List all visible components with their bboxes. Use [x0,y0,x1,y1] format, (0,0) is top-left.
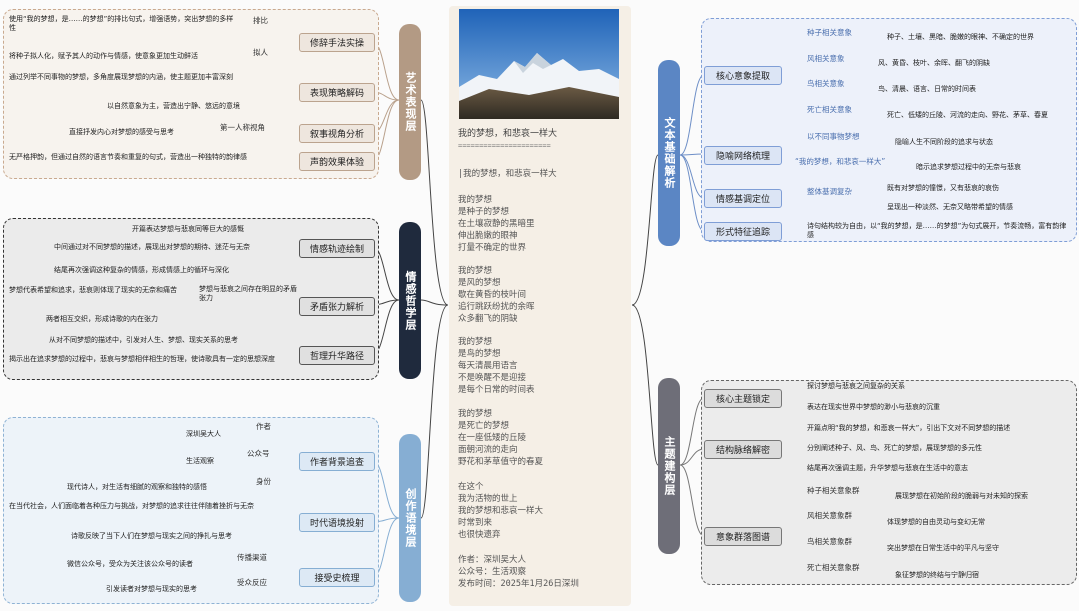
art-text-3: 通过列举不同事物的梦想，多角度展现梦想的内涵，使主题更加丰富深刻 [9,73,233,81]
theme-detail-5: 结尾再次强调主题，升华梦想与悲哀在生活中的意志 [807,464,968,472]
theme-detail-6: 展现梦想在初始阶段的脆弱与对未知的探索 [895,492,1028,500]
theme-sub-imagery[interactable]: 意象群落图谱 [704,527,782,546]
poem-title: 我的梦想，和悲哀一样大 [458,129,558,139]
art-text-4: 以自然意象为主，营造出宁静、悠远的意境 [107,102,240,110]
creation-text-1: 深圳吴大人 [186,430,221,438]
emotion-text-8: 揭示出在追求梦想的过程中，悲哀与梦想相伴相生的哲理，使诗歌具有一定的思想深度 [9,355,275,363]
emotion-text-3: 结尾再次强调这种复杂的情感，形成情感上的循环与深化 [54,266,229,274]
theme-node-seed[interactable]: 种子相关意象群 [807,486,860,495]
text-node-quote[interactable]: “我的梦想，和悲哀一样大” [795,157,886,166]
poem-stanza-4: 我的梦想 是死亡的梦想 在一座低矮的丘陵 面朝河流的走向 野花和茅草值守的春夏 [458,409,544,467]
text-layer-node[interactable]: 文本基础解析 [658,60,680,246]
art-text-5: 直接抒发内心对梦想的感受与思考 [69,128,174,136]
text-node-seed[interactable]: 种子相关意象 [807,28,852,37]
text-detail-1: 种子、土壤、黑暗、脆嫩的眼神、不确定的世界 [887,33,1034,41]
theme-detail-4: 分别阐述种子、风、鸟、死亡的梦想，展现梦想的多元性 [807,444,982,452]
text-sub-imagery[interactable]: 核心意象提取 [704,66,782,85]
creation-text-4: 在当代社会，人们面临着各种压力与挑战，对梦想的追求往往伴随着挫折与无奈 [9,502,254,510]
poem-stanza-3: 我的梦想 是鸟的梦想 每天清晨用语言 不是唤醒不是迎接 是每个日常的时间表 [458,337,535,395]
theme-layer-group [701,380,1077,585]
art-sub-sound[interactable]: 声韵效果体验 [299,152,375,171]
creation-layer-node[interactable]: 创作语境层 [399,434,421,602]
text-detail-6: 暗示追求梦想过程中的无奈与悲哀 [916,163,1021,171]
emotion-text-2: 中间通过对不同梦想的描述，展现出对梦想的期待、迷茫与无奈 [54,243,250,251]
creation-sub-era[interactable]: 时代语境投射 [299,513,375,532]
emotion-sub-philosophy[interactable]: 哲理升华路径 [299,346,375,365]
theme-node-wind[interactable]: 风相关意象群 [807,511,852,520]
text-node-wind[interactable]: 风相关意象 [807,54,845,63]
emotion-text-1: 开篇表达梦想与悲哀同等巨大的感慨 [132,225,244,233]
text-node-bird[interactable]: 鸟相关意象 [807,79,845,88]
art-label-personification: 拟人 [253,48,268,57]
emotion-layer-node[interactable]: 情感哲学层 [399,222,421,379]
theme-node-death[interactable]: 死亡相关意象群 [807,563,860,572]
text-detail-9: 诗句结构较为自由，以“我的梦想，是……的梦想”为句式展开，节奏流畅，富有韵律感 [807,222,1067,239]
creation-text-2: 生活观察 [186,457,214,465]
art-sub-perspective[interactable]: 叙事视角分析 [299,124,375,143]
theme-detail-7: 体现梦想的自由灵动与变幻无常 [887,518,985,526]
creation-label-response: 受众反应 [237,578,267,587]
art-label-parallelism: 排比 [253,16,268,25]
text-detail-3: 鸟、清晨、语言、日常的时间表 [878,85,976,93]
poem-stanza-2: 我的梦想 是风的梦想 歇在黄昏的枝叶间 追行跳跃纷扰的余晖 众多翻飞的阴缺 [458,266,535,324]
text-node-death[interactable]: 死亡相关意象 [807,105,852,114]
emotion-sub-track[interactable]: 情感轨迹绘制 [299,239,375,258]
text-node-overall[interactable]: 整体基调复杂 [807,187,852,196]
text-sub-metaphor[interactable]: 隐喻网络梳理 [704,146,782,165]
emotion-sub-tension[interactable]: 矛盾张力解析 [299,297,375,316]
creation-text-7: 引发读者对梦想与现实的思考 [106,585,197,593]
theme-detail-1: 探讨梦想与悲哀之间复杂的关系 [807,382,905,390]
emotion-text-4: 梦想代表希望和追求，悲哀则体现了现实的无奈和痛苦 [9,286,177,294]
creation-sub-author[interactable]: 作者背景追查 [299,452,375,471]
text-detail-7: 既有对梦想的憧憬，又有悲哀的哀伤 [887,184,999,192]
art-text-6: 无严格押韵，但通过自然的语言节奏和重复的句式，营造出一种独特的韵律感 [9,153,247,161]
text-detail-4: 死亡、低矮的丘陵、河流的走向、野花、茅草、春夏 [887,111,1048,119]
text-node-things[interactable]: 以不同事物梦想 [807,132,860,141]
art-sub-strategy[interactable]: 表现策略解码 [299,83,375,102]
creation-label-author: 作者 [256,422,271,431]
art-text-2: 将种子拟人化，赋予其人的动作与情感，使意象更加生动鲜活 [9,52,198,60]
text-detail-2: 风、黄昏、枝叶、余晖、翻飞的阴缺 [878,59,990,67]
poem-author: 作者：深圳吴大人 [458,555,527,565]
theme-sub-structure[interactable]: 结构脉络解密 [704,440,782,459]
theme-detail-9: 象征梦想的终结与宁静归宿 [895,571,979,579]
theme-detail-2: 表达在现实世界中梦想的渺小与悲哀的沉重 [807,403,940,411]
emotion-text-7: 从对不同梦想的描述中，引发对人生、梦想、现实关系的思考 [49,336,238,344]
creation-label-channel: 传播渠道 [237,553,267,562]
text-sub-form[interactable]: 形式特征追踪 [704,222,782,241]
art-text-1: 使用“我的梦想，是……的梦想”的排比句式，增强语势，突出梦想的多样性 [9,15,234,32]
text-sub-tone[interactable]: 情感基调定位 [704,189,782,208]
poem-stanza-1: 我的梦想 是种子的梦想 在土壤寂静的黑暗里 伸出脆嫩的眼神 打量不确定的世界 [458,195,535,253]
theme-sub-core[interactable]: 核心主题锁定 [704,389,782,408]
theme-detail-3: 开篇点明“我的梦想，和悲哀一样大”，引出下文对不同梦想的描述 [807,424,1011,432]
poem-stanza-5: 在这个 我为活物的世上 我的梦想和悲哀一样大 时常到来 也很快遗弃 [458,482,544,540]
poem-subtitle: |我的梦想，和悲哀一样大 [458,169,557,179]
creation-text-3: 现代诗人，对生活有细腻的观察和独特的感悟 [67,483,207,491]
creation-label-account: 公众号 [247,449,270,458]
title-underline: ====================== [458,142,551,150]
text-detail-5: 隐喻人生不同阶段的追求与状态 [895,138,993,146]
creation-text-5: 诗歌反映了当下人们在梦想与现实之间的挣扎与思考 [71,532,232,540]
emotion-text-5: 梦想与悲哀之间存在明显的矛盾张力 [199,285,297,302]
mountain-photo [459,9,619,119]
creation-sub-reception[interactable]: 接受史梳理 [299,568,375,587]
creation-text-6: 微信公众号，受众为关注该公众号的读者 [67,560,193,568]
creation-label-identity: 身份 [256,477,271,486]
art-layer-node[interactable]: 艺术表现层 [399,24,421,180]
theme-detail-8: 突出梦想在日常生活中的平凡与坚守 [887,544,999,552]
poem-date: 发布时间：2025年1月26日深圳 [458,579,579,589]
emotion-text-6: 两者相互交织，形成诗歌的内在张力 [46,315,158,323]
art-label-first-person: 第一人称视角 [220,123,265,132]
theme-node-bird[interactable]: 鸟相关意象群 [807,537,852,546]
text-detail-8: 呈现出一种淡然、无奈又略带希望的情感 [887,203,1013,211]
art-sub-rhetoric[interactable]: 修辞手法实操 [299,33,375,52]
theme-layer-node[interactable]: 主题建构层 [658,378,680,554]
poem-account: 公众号：生活观察 [458,567,527,577]
